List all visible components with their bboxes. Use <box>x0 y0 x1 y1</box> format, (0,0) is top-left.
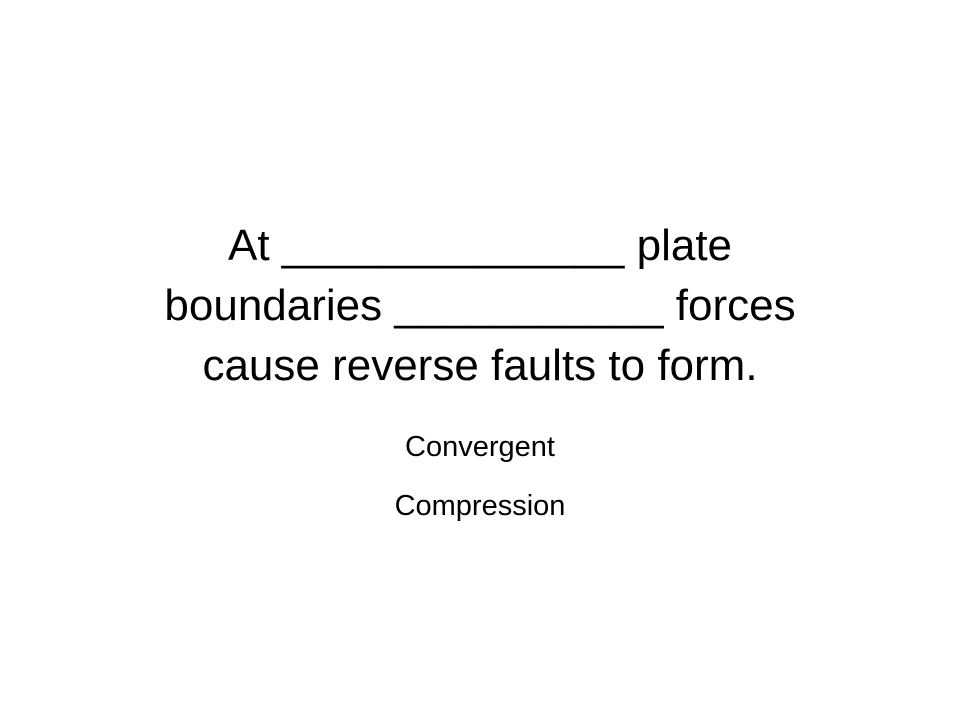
answer-list: Convergent Compression <box>180 418 780 536</box>
title-line-3: cause reverse faults to form. <box>202 341 758 390</box>
title-line-2: boundaries ___________ forces <box>164 281 796 330</box>
answer-compression: Compression <box>394 490 566 522</box>
answer-convergent: Convergent <box>405 431 555 463</box>
slide-title: At ______________ plate boundaries _____… <box>60 216 900 396</box>
title-line-1: At ______________ plate <box>227 221 733 270</box>
